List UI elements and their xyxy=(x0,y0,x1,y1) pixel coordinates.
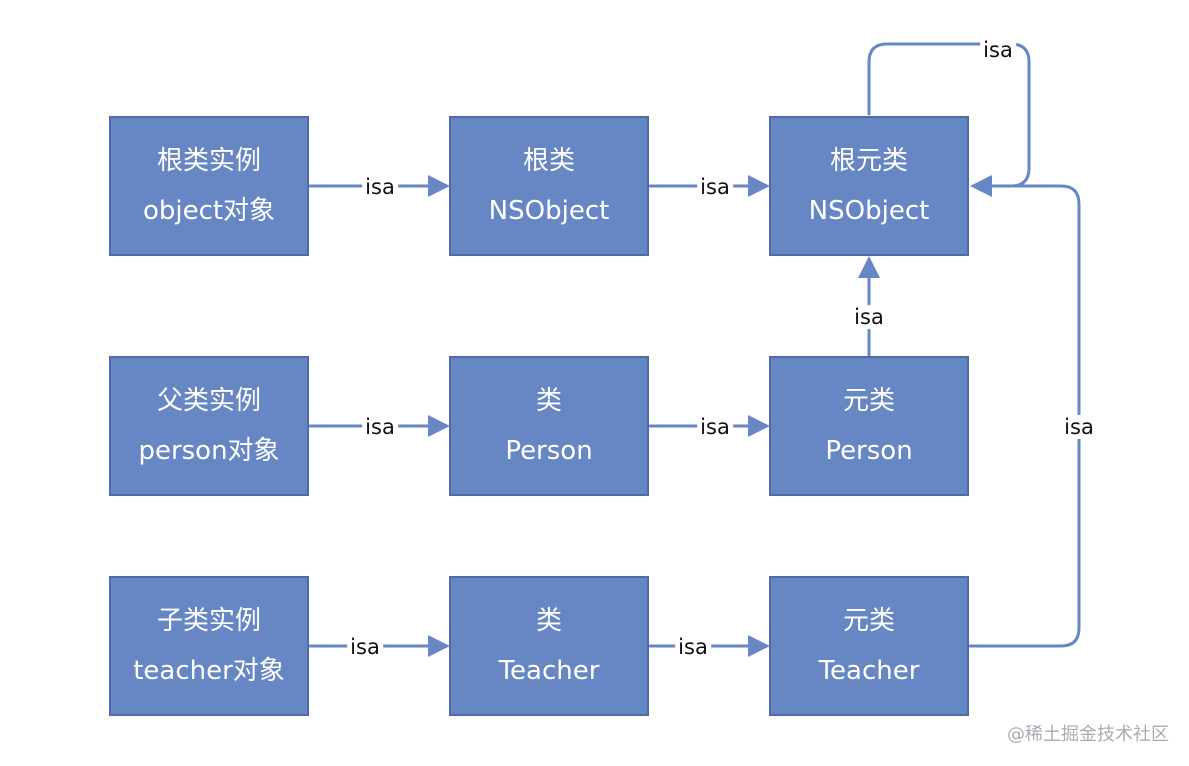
edge-label-parent-meta-to-root-meta: isa xyxy=(851,305,887,329)
node-label-line1: 根类 xyxy=(522,146,575,176)
arrowhead-icon xyxy=(858,256,880,278)
edge-label-parent-class-to-meta: isa xyxy=(697,415,733,439)
edge-label-child-meta-to-root-meta: isa xyxy=(1061,415,1097,439)
node-label-line2: person对象 xyxy=(138,436,280,466)
node-label-line2: Person xyxy=(825,436,913,466)
arrowhead-icon xyxy=(428,415,450,437)
edge-label-root-class-to-meta: isa xyxy=(697,175,733,199)
node-label-line1: 类 xyxy=(535,386,562,416)
node-child-instance: 子类实例 teacher对象 xyxy=(109,576,309,716)
node-root-class: 根类 NSObject xyxy=(449,116,649,256)
node-label-line2: NSObject xyxy=(808,196,930,226)
node-parent-metaclass: 元类 Person xyxy=(769,356,969,496)
node-label-line2: object对象 xyxy=(142,196,276,226)
arrowhead-icon xyxy=(748,175,770,197)
edge-label-root-meta-self: isa xyxy=(980,38,1016,62)
node-label-line1: 类 xyxy=(535,606,562,636)
node-label-line2: Teacher xyxy=(818,656,920,686)
node-label-line2: Person xyxy=(505,436,593,466)
node-label-line1: 元类 xyxy=(842,386,895,416)
node-root-metaclass: 根元类 NSObject xyxy=(769,116,969,256)
edge-root-meta-self-loop xyxy=(867,42,1031,188)
arrowhead-icon xyxy=(428,175,450,197)
node-label-line1: 根元类 xyxy=(829,146,908,176)
node-label-line1: 元类 xyxy=(842,606,895,636)
node-child-class: 类 Teacher xyxy=(449,576,649,716)
node-parent-class: 类 Person xyxy=(449,356,649,496)
arrowhead-icon xyxy=(970,175,992,197)
arrowhead-icon xyxy=(748,415,770,437)
edge-label-child-class-to-meta: isa xyxy=(675,635,711,659)
edge-label-child-instance-to-class: isa xyxy=(347,635,383,659)
arrowhead-icon xyxy=(428,635,450,657)
edge-label-parent-instance-to-class: isa xyxy=(362,415,398,439)
node-label-line1: 父类实例 xyxy=(156,386,261,416)
node-child-metaclass: 元类 Teacher xyxy=(769,576,969,716)
node-label-line2: teacher对象 xyxy=(133,656,285,686)
node-label-line2: Teacher xyxy=(498,656,600,686)
node-root-instance: 根类实例 object对象 xyxy=(109,116,309,256)
watermark: @稀土掘金技术社区 xyxy=(1007,724,1169,745)
node-label-line1: 根类实例 xyxy=(156,146,261,176)
arrowhead-icon xyxy=(748,635,770,657)
node-label-line1: 子类实例 xyxy=(156,606,261,636)
node-label-line2: NSObject xyxy=(488,196,610,226)
node-parent-instance: 父类实例 person对象 xyxy=(109,356,309,496)
edge-label-root-instance-to-class: isa xyxy=(362,175,398,199)
